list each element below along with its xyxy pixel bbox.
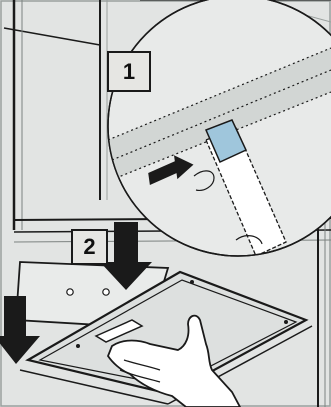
screw-icon <box>67 289 73 295</box>
step-1-label: 1 <box>107 51 151 92</box>
step-2-label: 2 <box>71 229 108 265</box>
screw-icon <box>103 289 109 295</box>
